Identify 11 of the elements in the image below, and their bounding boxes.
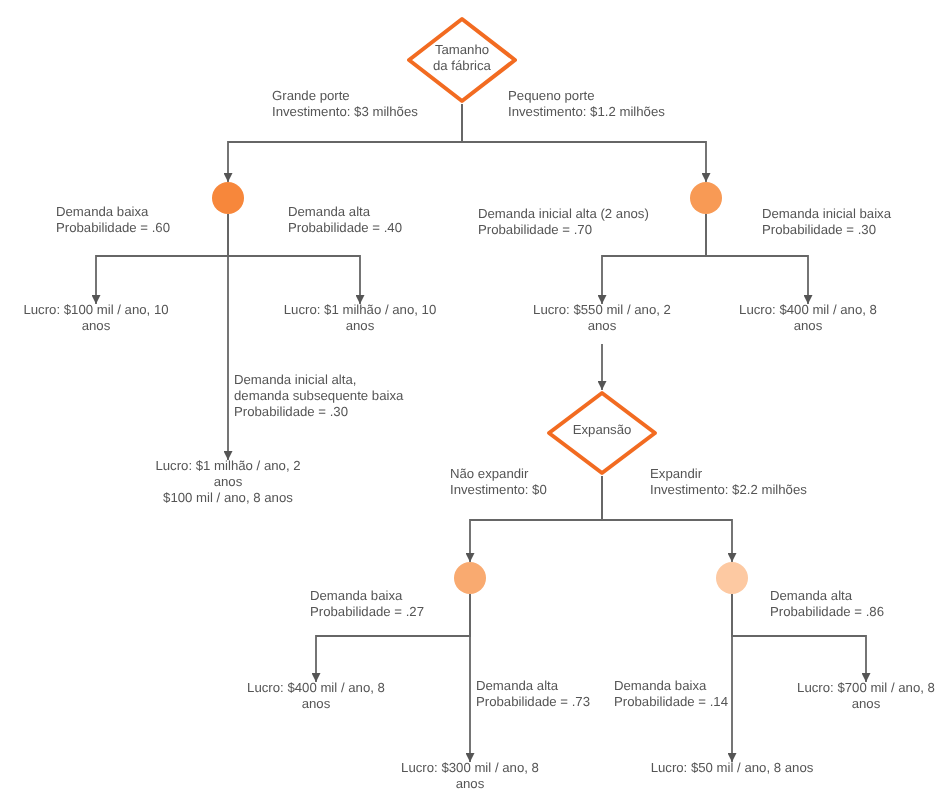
arrow (461, 103, 711, 183)
arrow (597, 343, 607, 391)
chance-node (212, 182, 244, 214)
chance-node (716, 562, 748, 594)
arrow (705, 213, 813, 305)
chance-node (690, 182, 722, 214)
arrow (731, 593, 871, 683)
arrow (601, 475, 737, 563)
arrow (223, 213, 233, 461)
chance-node (454, 562, 486, 594)
arrow (465, 593, 475, 763)
